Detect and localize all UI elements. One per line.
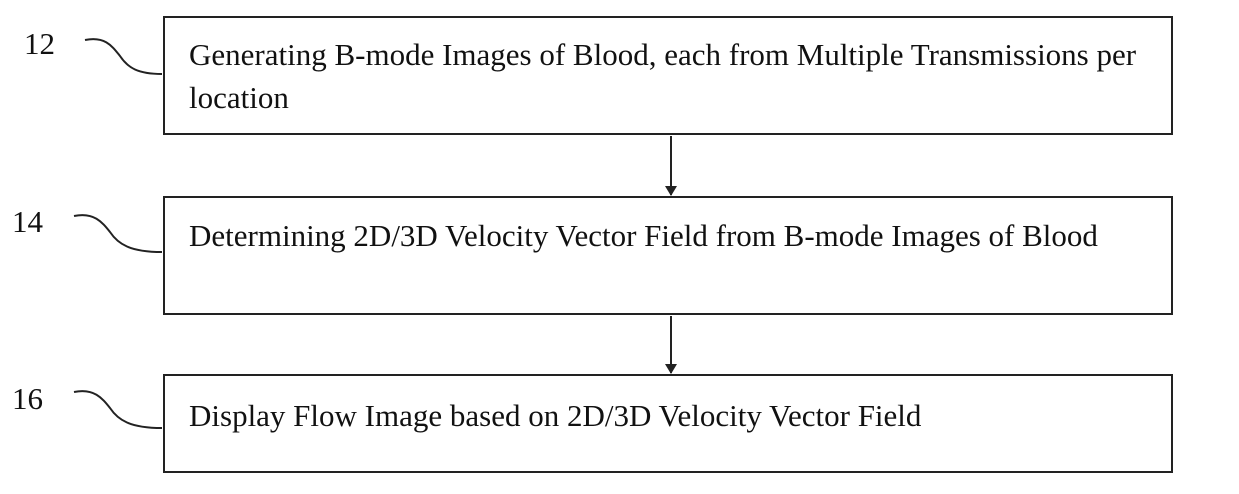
leader-line-14 — [74, 215, 162, 252]
leader-line-16 — [74, 391, 162, 428]
step-box-generate-bmode-images: Generating B-mode Images of Blood, each … — [163, 16, 1173, 135]
reference-numeral-14: 14 — [12, 205, 43, 239]
step-text-generate-bmode-images: Generating B-mode Images of Blood, each … — [189, 33, 1151, 119]
step-box-determine-velocity-field: Determining 2D/3D Velocity Vector Field … — [163, 196, 1173, 315]
step-box-display-flow-image: Display Flow Image based on 2D/3D Veloci… — [163, 374, 1173, 473]
reference-numeral-16: 16 — [12, 382, 43, 416]
reference-numeral-12: 12 — [24, 27, 55, 61]
step-text-display-flow-image: Display Flow Image based on 2D/3D Veloci… — [189, 394, 1151, 437]
leader-line-12 — [85, 39, 162, 74]
step-text-determine-velocity-field: Determining 2D/3D Velocity Vector Field … — [189, 214, 1151, 257]
